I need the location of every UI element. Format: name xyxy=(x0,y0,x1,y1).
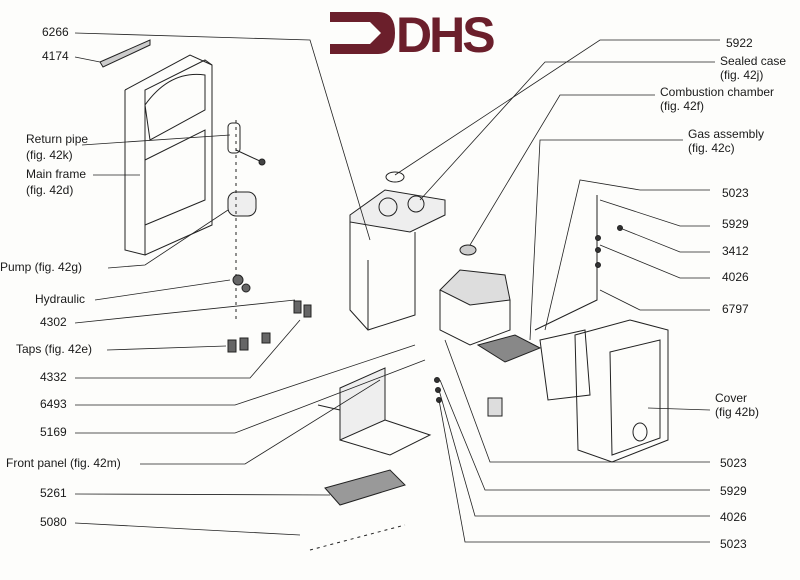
label-5922: 5922 xyxy=(726,36,753,50)
label-5023-a: 5023 xyxy=(722,186,749,200)
label-combustion-chamber: Combustion chamber xyxy=(660,85,775,99)
label-hydraulic: Hydraulic xyxy=(35,292,86,306)
label-main-frame: Main frame xyxy=(26,167,87,181)
label-6797: 6797 xyxy=(722,302,749,316)
dhs-logo: DHS xyxy=(396,7,496,63)
label-4302: 4302 xyxy=(40,315,67,329)
label-4332: 4332 xyxy=(40,370,67,384)
label-return-pipe-fig: (fig. 42k) xyxy=(26,148,73,162)
label-6266: 6266 xyxy=(42,25,69,39)
hydraulic-taps-part xyxy=(227,274,312,353)
label-5261: 5261 xyxy=(40,486,67,500)
label-4026-a: 4026 xyxy=(722,270,749,284)
label-5080: 5080 xyxy=(40,515,67,529)
label-return-pipe: Return pipe xyxy=(26,132,89,146)
label-4174: 4174 xyxy=(42,49,69,63)
label-gas-assembly: Gas assembly xyxy=(688,127,765,141)
front-panel-part xyxy=(309,367,432,551)
label-sealed-case: Sealed case xyxy=(720,54,787,68)
combustion-chamber-part xyxy=(439,244,511,346)
label-4026-b: 4026 xyxy=(720,510,747,524)
cover-part xyxy=(574,319,669,463)
screws-part xyxy=(434,225,623,403)
label-taps: Taps (fig. 42e) xyxy=(16,342,93,356)
label-5023-b: 5023 xyxy=(720,456,747,470)
label-5929-b: 5929 xyxy=(720,484,747,498)
label-gas-assembly-fig: (fig. 42c) xyxy=(688,141,735,155)
label-main-frame-fig: (fig. 42d) xyxy=(26,183,74,197)
label-5929-a: 5929 xyxy=(722,217,749,231)
label-cover-fig: (fig 42b) xyxy=(715,405,760,419)
label-3412: 3412 xyxy=(722,244,749,258)
sealed-case-part xyxy=(349,171,446,331)
gas-assembly-part xyxy=(476,195,598,417)
label-5023-c: 5023 xyxy=(720,537,747,551)
pump-part xyxy=(227,120,257,320)
label-front-panel: Front panel (fig. 42m) xyxy=(6,456,121,470)
main-frame-part xyxy=(99,39,213,256)
dhs-logo-arrow-icon xyxy=(330,12,395,54)
return-pipe-part xyxy=(227,122,266,166)
label-sealed-case-fig: (fig. 42j) xyxy=(720,68,764,82)
label-cover: Cover xyxy=(715,391,748,405)
leader-lines xyxy=(74,32,720,543)
label-6493: 6493 xyxy=(40,397,67,411)
label-pump: Pump (fig. 42g) xyxy=(0,260,83,274)
label-combustion-chamber-fig: (fig. 42f) xyxy=(660,99,705,113)
label-5169: 5169 xyxy=(40,425,67,439)
